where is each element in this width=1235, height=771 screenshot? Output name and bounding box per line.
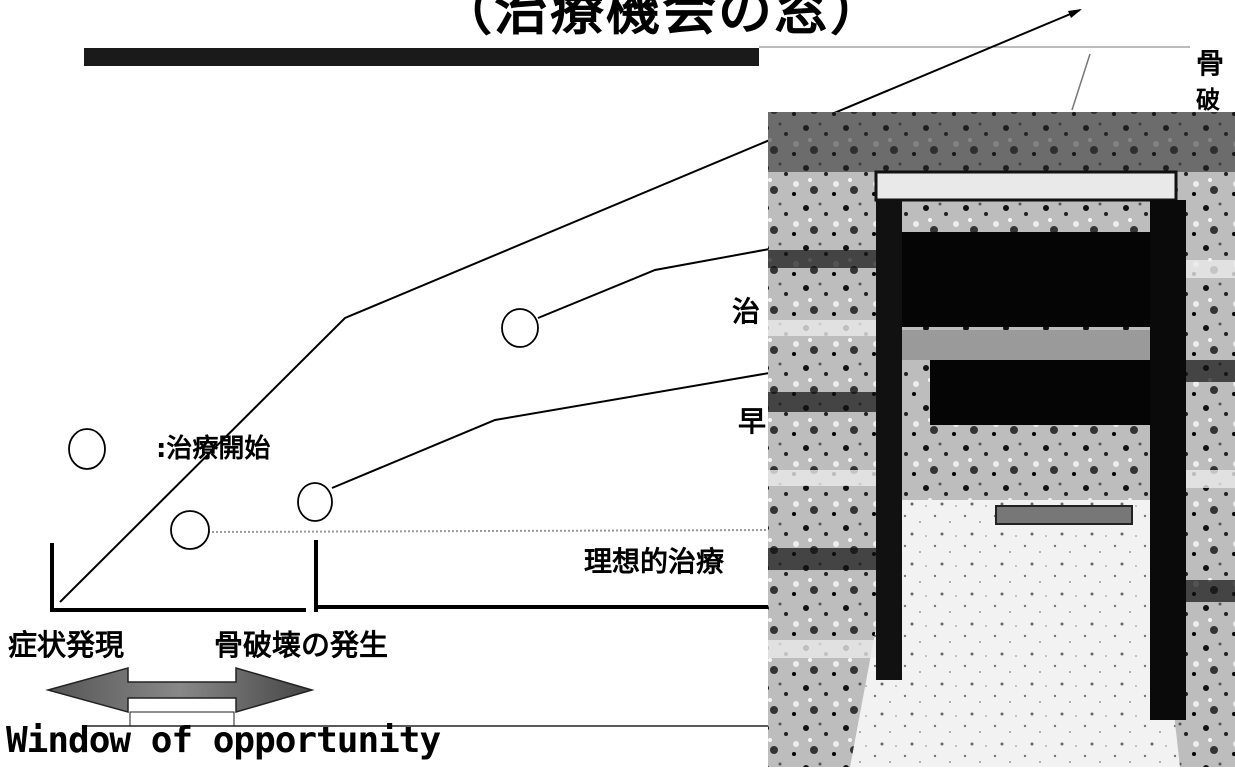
pointer-line: [1071, 53, 1091, 111]
bone-destruction-label: 骨破壊の発生: [214, 628, 389, 662]
legend-circle: [68, 428, 106, 470]
top-bar: [84, 48, 759, 66]
disease-progression-arrowhead: [1068, 9, 1082, 18]
cut-off-label-early: 早: [738, 405, 767, 438]
treatment-start-circle-1: [170, 510, 210, 550]
cut-off-label-break: 破: [1196, 86, 1220, 114]
cut-off-label-bone: 骨: [1196, 47, 1225, 80]
early-treatment-line: [331, 371, 776, 489]
treatment-start-legend-label: :治療開始: [156, 434, 271, 464]
treatment-start-circle-3: [501, 308, 539, 348]
ideal-treatment-label: 理想的治療: [584, 545, 725, 578]
stone-doorway-photo: [768, 112, 1235, 767]
upper-treatment-line: [537, 247, 776, 319]
treatment-start-circle-2: [297, 482, 333, 522]
window-of-opportunity-label: Window of opportunity: [6, 720, 441, 761]
cut-off-label-treatment: 治: [732, 295, 761, 328]
ideal-treatment-line: [207, 529, 776, 533]
page-title: （治療機会の窓）: [438, 0, 886, 42]
window-double-arrow: [45, 667, 315, 713]
symptom-onset-label: 症状発現: [8, 628, 125, 662]
